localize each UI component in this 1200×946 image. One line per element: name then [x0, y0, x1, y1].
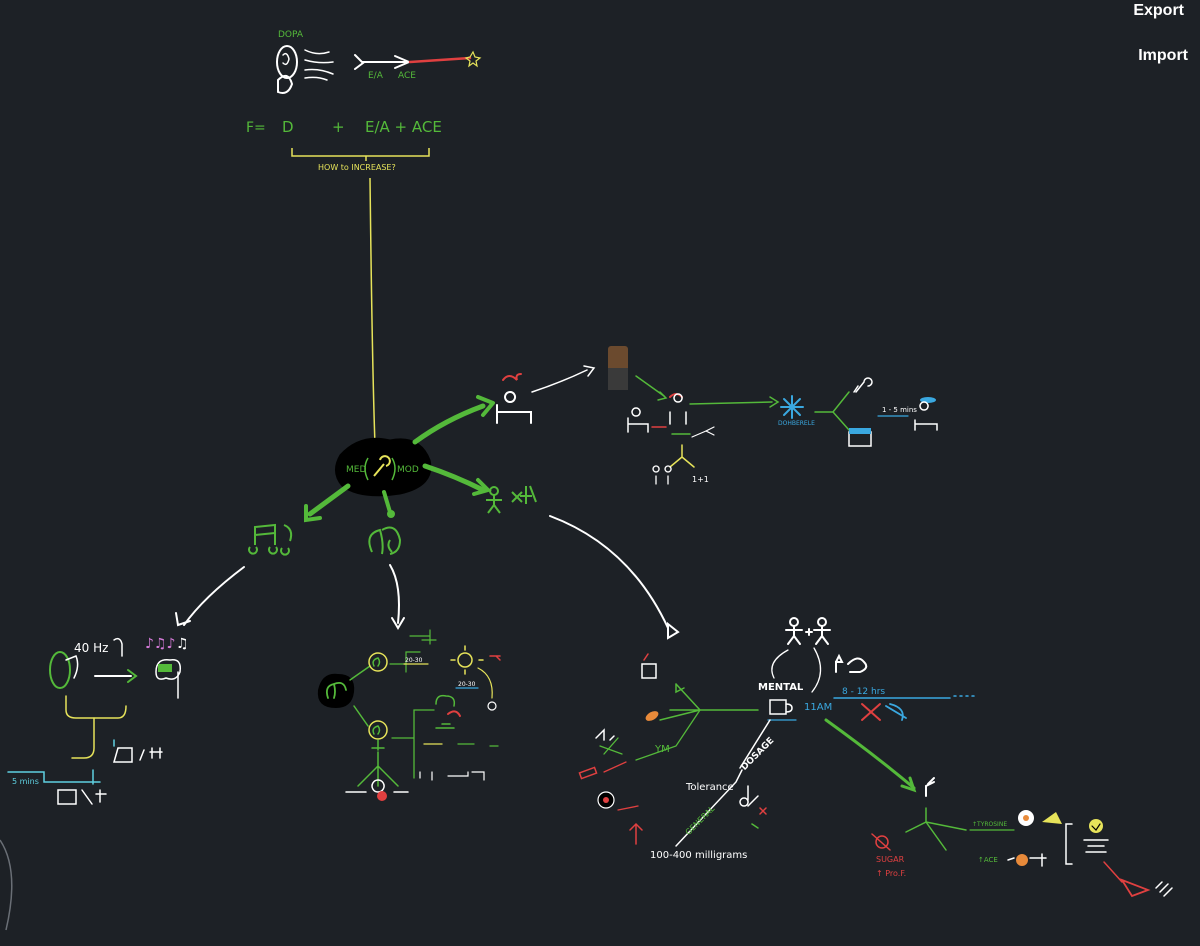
- branch-top-right: 1+1 DOHBERELE 1 - 5 mins: [496, 346, 938, 485]
- shower-icon: [853, 377, 873, 393]
- sugar-label: SUGAR: [876, 855, 905, 864]
- music-icon-group: [248, 523, 293, 556]
- center-arrows: [304, 395, 495, 523]
- one-five-mins: 1 - 5 mins: [882, 406, 917, 414]
- svg-text:♫: ♫: [176, 636, 189, 652]
- cluster-bottom-center: 20-30 20-30: [317, 629, 501, 801]
- hrs-label: 8 - 12 hrs: [842, 687, 885, 697]
- five-mins-label: 5 mins: [12, 777, 39, 786]
- ym-label: YM: [654, 744, 670, 755]
- formula-f: F=: [246, 120, 266, 136]
- general-label: GENERAL: [684, 804, 717, 837]
- white-arrows: [175, 515, 680, 640]
- bath-icon: [848, 431, 872, 447]
- cluster-bottom-left: 40 Hz ♪♫♪ ♫ 5 mins: [7, 636, 189, 805]
- coffee-cup-icon: [769, 699, 787, 715]
- export-button[interactable]: Export: [1133, 2, 1184, 19]
- center-node[interactable]: MED MOD: [335, 437, 432, 497]
- music-notes: ♪♫♪: [145, 636, 175, 652]
- hz-label: 40 Hz: [74, 641, 108, 655]
- center-med: MED: [346, 465, 366, 475]
- how-to-increase: HOW to INCREASE?: [318, 163, 396, 172]
- wrench-icon: [373, 455, 391, 477]
- left-20-30: 20-30: [405, 657, 423, 664]
- people-icon: [486, 485, 537, 514]
- brain-icon: [368, 526, 402, 555]
- formula-connector: [369, 177, 376, 446]
- cluster-bottom-right: MENTAL 8 - 12 hrs 11AM YM DOSAGE Toleran…: [578, 617, 1173, 898]
- ea-small-label: E/A: [368, 71, 384, 81]
- tolerance-label: Tolerance: [685, 782, 734, 793]
- ace-small-label: ACE: [398, 71, 416, 81]
- dohberelle-label: DOHBERELE: [778, 420, 815, 427]
- dopa-sketch: DOPA E/A ACE: [276, 30, 482, 94]
- ace-br-label: ↑ACE: [978, 856, 998, 864]
- import-button[interactable]: Import: [1138, 47, 1188, 64]
- formula: F= D + E/A + ACE HOW to INCREASE?: [246, 118, 442, 172]
- one-plus-one: 1+1: [692, 475, 709, 484]
- dopa-label: DOPA: [278, 30, 304, 40]
- two-people-icon: [785, 617, 831, 645]
- center-mod: MOD: [397, 465, 419, 475]
- formula-plus: +: [332, 118, 345, 136]
- mental-label: MENTAL: [758, 682, 804, 693]
- person-bed-icon: [496, 391, 532, 424]
- formula-d: D: [282, 118, 294, 136]
- left-20-30b: 20-30: [458, 681, 476, 688]
- tyrosine-label: ↑TYROSINE: [972, 821, 1007, 828]
- milligrams-label: 100-400 milligrams: [650, 850, 747, 861]
- edge-arc: [0, 839, 13, 931]
- time-11am: 11AM: [804, 702, 832, 713]
- snowflake-icon: [780, 395, 804, 419]
- fat-label: ↑ Pro.F.: [876, 869, 906, 878]
- formula-ea-ace: E/A + ACE: [365, 118, 442, 136]
- dosage-label: DOSAGE: [740, 736, 777, 773]
